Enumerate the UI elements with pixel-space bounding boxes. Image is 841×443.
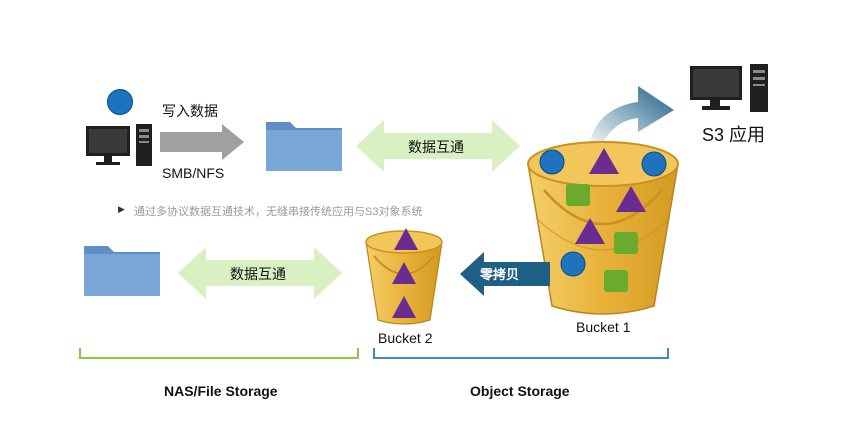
object-circle [641, 151, 667, 177]
object-triangle [575, 218, 605, 244]
object-triangle [589, 148, 619, 174]
zero-copy-arrow [460, 252, 550, 296]
object-triangle [392, 296, 416, 318]
write-arrow [160, 124, 244, 160]
object-circle [539, 149, 565, 175]
folder-icon [84, 246, 160, 296]
bucket-1 [527, 141, 679, 315]
object-square [566, 184, 590, 206]
object-square [614, 232, 638, 254]
interop-label-top: 数据互通 [408, 139, 464, 155]
nas-group-label: NAS/File Storage [164, 383, 278, 399]
bucket-1-label: Bucket 1 [576, 319, 631, 335]
object-triangle [394, 228, 418, 250]
folder-icon [266, 122, 342, 171]
protocol-label: SMB/NFS [162, 165, 225, 181]
user-icon [107, 89, 133, 115]
object-triangle [392, 262, 416, 284]
s3-computer-icon [690, 64, 768, 112]
interop-arrow-top [356, 120, 520, 172]
object-circle [560, 251, 586, 277]
write-data-label: 写入数据 [162, 103, 218, 119]
interop-arrow-bottom [178, 247, 342, 299]
object-bracket [373, 348, 669, 359]
object-square [604, 270, 628, 292]
bullet-icon: ▶ [118, 204, 125, 214]
object-group-label: Object Storage [470, 383, 570, 399]
bucket-2 [365, 228, 443, 325]
nas-bracket [79, 348, 359, 359]
computer-icon [86, 124, 152, 166]
s3-app-label: S3 应用 [702, 125, 766, 145]
zero-copy-label: 零拷贝 [480, 267, 520, 282]
object-triangle [616, 186, 646, 212]
feature-note: 通过多协议数据互通技术，无缝串接传统应用与S3对象系统 [134, 206, 423, 218]
bucket-2-label: Bucket 2 [378, 330, 433, 346]
upload-arrow [588, 86, 674, 150]
interop-label-bottom: 数据互通 [230, 266, 286, 282]
